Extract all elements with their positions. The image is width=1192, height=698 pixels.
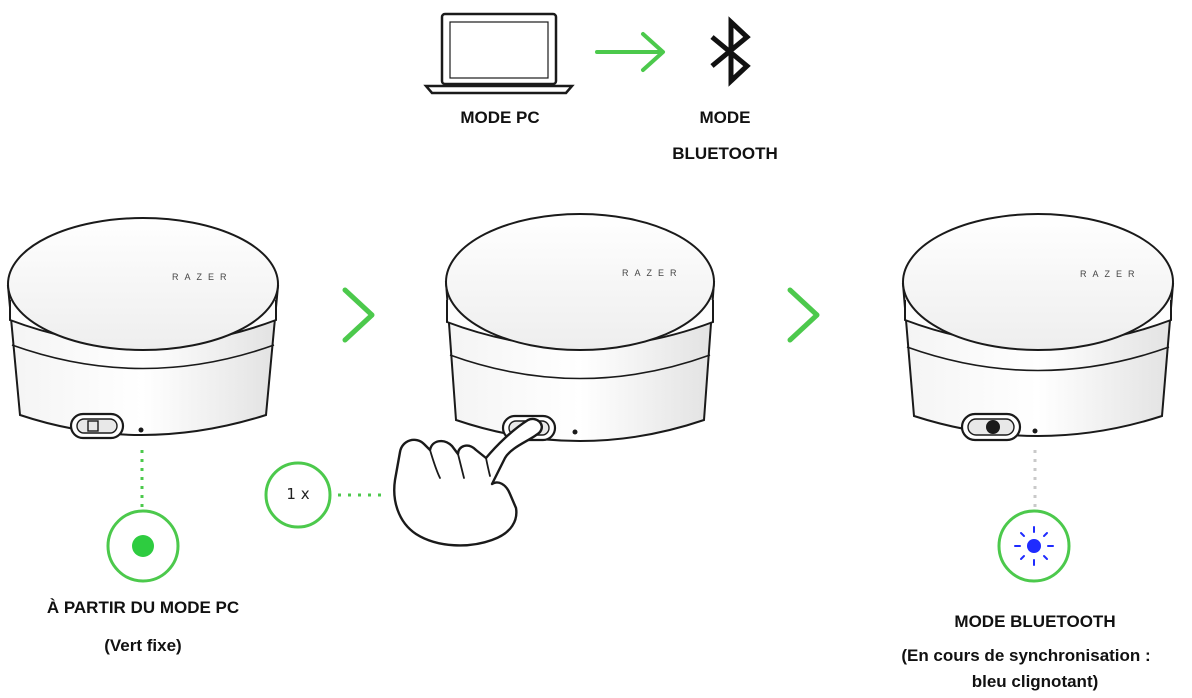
led-indicator-blue-blinking	[997, 509, 1071, 583]
device-brand: RAZER	[622, 268, 683, 278]
speaker-device-pc	[6, 217, 280, 440]
step3-subtitle-line1: (En cours de synchronisation :	[901, 646, 1151, 665]
step3-subtitle-line2: bleu clignotant)	[971, 672, 1099, 691]
speaker-device-bluetooth	[901, 213, 1175, 442]
step1-subtitle: (Vert fixe)	[104, 636, 182, 655]
device-brand: RAZER	[172, 272, 233, 282]
mode-bluetooth-label-line1: MODE	[699, 108, 751, 127]
tap-count-bubble	[264, 461, 332, 529]
step3-title: MODE BLUETOOTH	[954, 612, 1116, 631]
bluetooth-icon	[710, 16, 751, 87]
mode-pc-label: MODE PC	[460, 108, 540, 127]
chevron-right-icon	[342, 287, 375, 343]
arrow-right-icon	[595, 32, 665, 72]
step1-title: À PARTIR DU MODE PC	[46, 598, 240, 617]
speaker-device-transition	[444, 213, 716, 442]
device-brand: RAZER	[1080, 269, 1141, 279]
chevron-right-icon	[787, 287, 820, 343]
mode-bluetooth-label-line2: BLUETOOTH	[672, 144, 778, 163]
led-indicator-green	[106, 509, 180, 583]
laptop-icon	[423, 12, 575, 95]
tap-count-label: 1 x	[286, 485, 310, 503]
hand-pointer-icon	[393, 417, 543, 547]
